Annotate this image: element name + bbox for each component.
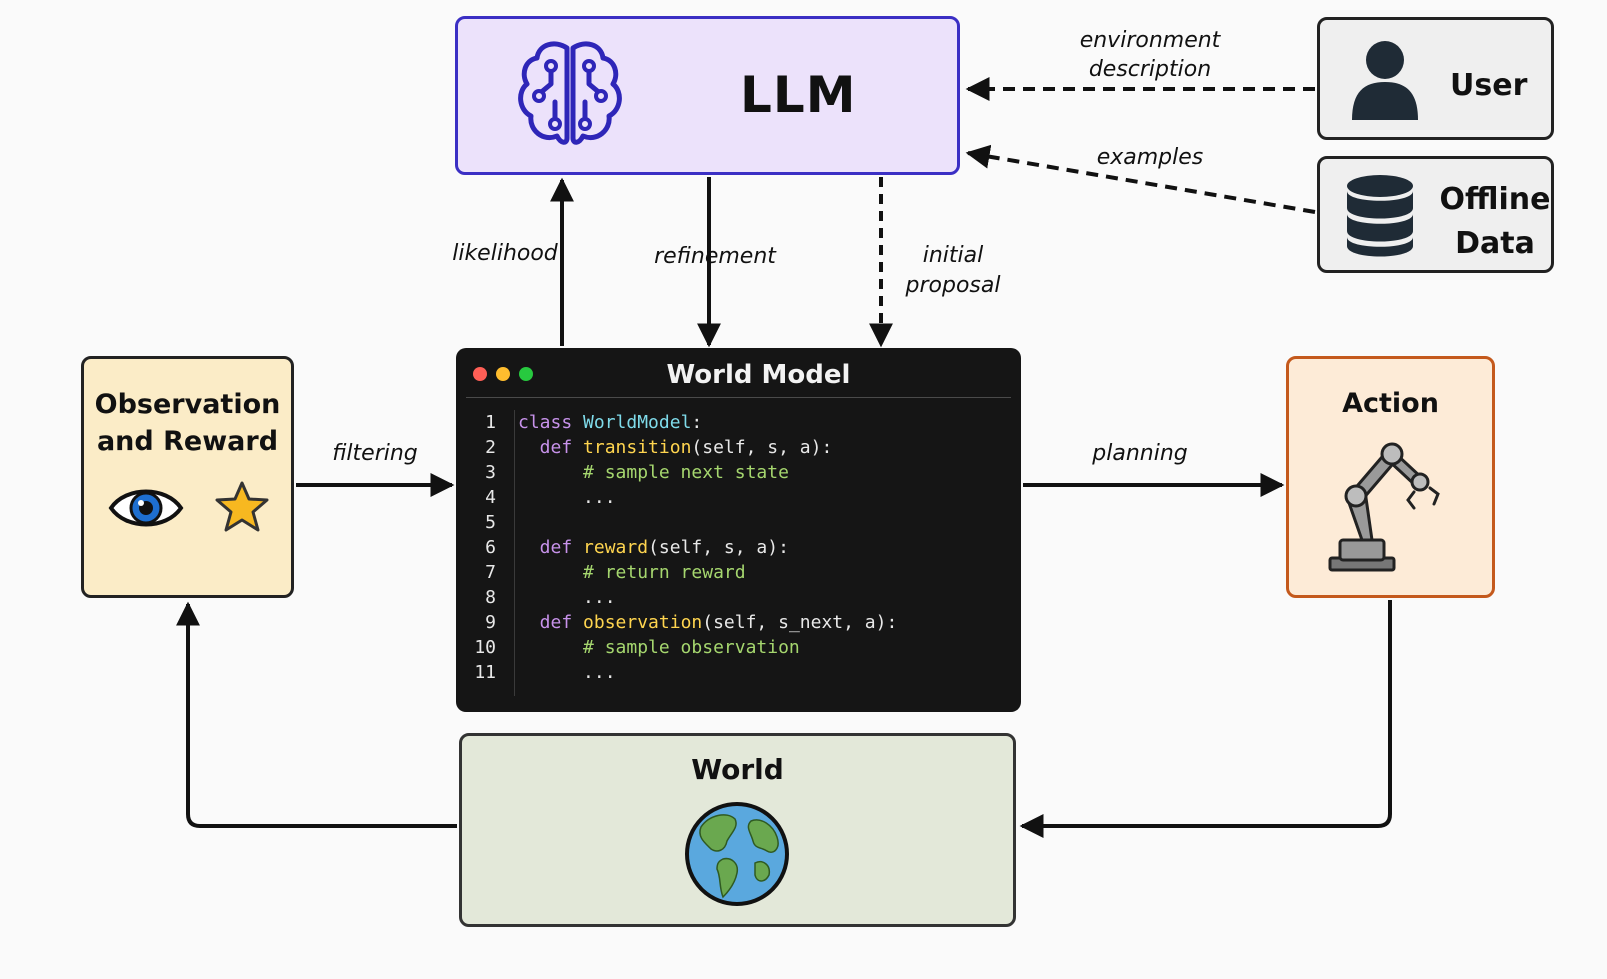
label-likelihood: likelihood [452, 241, 558, 266]
code-token: ... [518, 487, 616, 508]
code-token: def [518, 437, 584, 458]
window-minimize-dot [496, 367, 510, 381]
code-token: WorldModel [583, 412, 692, 433]
line-number: 9 [485, 612, 496, 633]
action-title: Action [1342, 388, 1439, 419]
code-token: # return reward [518, 562, 746, 583]
window-maximize-dot [519, 367, 533, 381]
line-number: 3 [485, 462, 496, 483]
code-text: class WorldModel: [518, 410, 702, 435]
label-filtering: filtering [332, 441, 418, 466]
world-model-title: World Model [666, 360, 851, 390]
code-text: def reward(self, s, a): [518, 535, 789, 560]
code-token: ... [518, 662, 616, 683]
label-initial-proposal: initial proposal [893, 241, 1013, 301]
code-line: 10 # sample observation [456, 635, 1021, 660]
code-text: ... [518, 585, 616, 610]
offline-data-label: Offline Data [1420, 178, 1570, 266]
line-number: 5 [485, 512, 496, 533]
code-line: 4 ... [456, 485, 1021, 510]
label-examples: examples [1096, 145, 1204, 170]
code-token: (self, s, a): [648, 537, 789, 558]
code-text: # sample observation [518, 635, 800, 660]
code-line: 2 def transition(self, s, a): [456, 435, 1021, 460]
label-planning: planning [1092, 441, 1188, 466]
label-initial-proposal-line-1: initial [922, 243, 984, 268]
code-token: # sample next state [518, 462, 789, 483]
code-line: 1 class WorldModel: [456, 410, 1021, 435]
eye-icon [108, 489, 184, 527]
code-text: # sample next state [518, 460, 789, 485]
offline-data-label-line-1: Offline [1439, 182, 1551, 217]
code-line: 8 ... [456, 585, 1021, 610]
label-environment-description-line-1: environment [1079, 28, 1221, 53]
code-text: ... [518, 660, 616, 685]
line-number: 8 [485, 587, 496, 608]
line-number: 6 [485, 537, 496, 558]
code-text: def transition(self, s, a): [518, 435, 833, 460]
database-icon [1347, 175, 1413, 257]
line-number: 7 [485, 562, 496, 583]
window-close-dot [473, 367, 487, 381]
observation-reward-node [81, 356, 294, 598]
label-refinement: refinement [654, 244, 776, 269]
observation-reward-title: Observation and Reward [81, 386, 294, 460]
globe-icon [685, 802, 789, 906]
offline-data-label-line-2: Data [1455, 226, 1535, 261]
world-title: World [691, 753, 784, 786]
observation-title-line-2: and Reward [96, 426, 279, 457]
label-initial-proposal-line-2: proposal [905, 273, 1001, 298]
star-icon [215, 481, 269, 532]
robot-arm-icon [1328, 442, 1440, 572]
arrow-world-to-observation [176, 601, 457, 828]
code-token: (self, s, a): [691, 437, 833, 458]
code-token: class [518, 412, 584, 433]
line-number: 1 [485, 412, 496, 433]
code-token: ... [518, 587, 616, 608]
code-token: # sample observation [518, 637, 800, 658]
code-line: 5 [456, 510, 1021, 535]
code-header-divider [466, 397, 1011, 398]
code-text: # return reward [518, 560, 746, 585]
code-line: 3 # sample next state [456, 460, 1021, 485]
code-token: : [691, 412, 703, 433]
observation-title-line-1: Observation [94, 389, 281, 420]
llm-title: LLM [740, 66, 857, 124]
label-environment-description: environment description [1050, 26, 1250, 84]
code-token: reward [583, 537, 649, 558]
user-label: User [1450, 68, 1528, 103]
code-token: def [518, 612, 584, 633]
llm-node [455, 16, 960, 175]
code-line: 6 def reward(self, s, a): [456, 535, 1021, 560]
line-number: 10 [474, 637, 496, 658]
user-icon [1352, 41, 1418, 120]
brain-icon [518, 41, 622, 145]
code-text: ... [518, 485, 616, 510]
label-environment-description-line-2: description [1088, 57, 1212, 82]
line-number: 11 [474, 662, 496, 683]
code-token: transition [583, 437, 692, 458]
line-number: 4 [485, 487, 496, 508]
code-text: def observation(self, s_next, a): [518, 610, 898, 635]
code-line: 9 def observation(self, s_next, a): [456, 610, 1021, 635]
code-token: observation [583, 612, 703, 633]
code-line: 11 ... [456, 660, 1021, 685]
code-token: def [518, 537, 584, 558]
code-gutter-divider [514, 410, 515, 696]
code-token: (self, s_next, a): [702, 612, 898, 633]
line-number: 2 [485, 437, 496, 458]
code-line: 7 # return reward [456, 560, 1021, 585]
arrow-action-to-world [1019, 600, 1392, 838]
